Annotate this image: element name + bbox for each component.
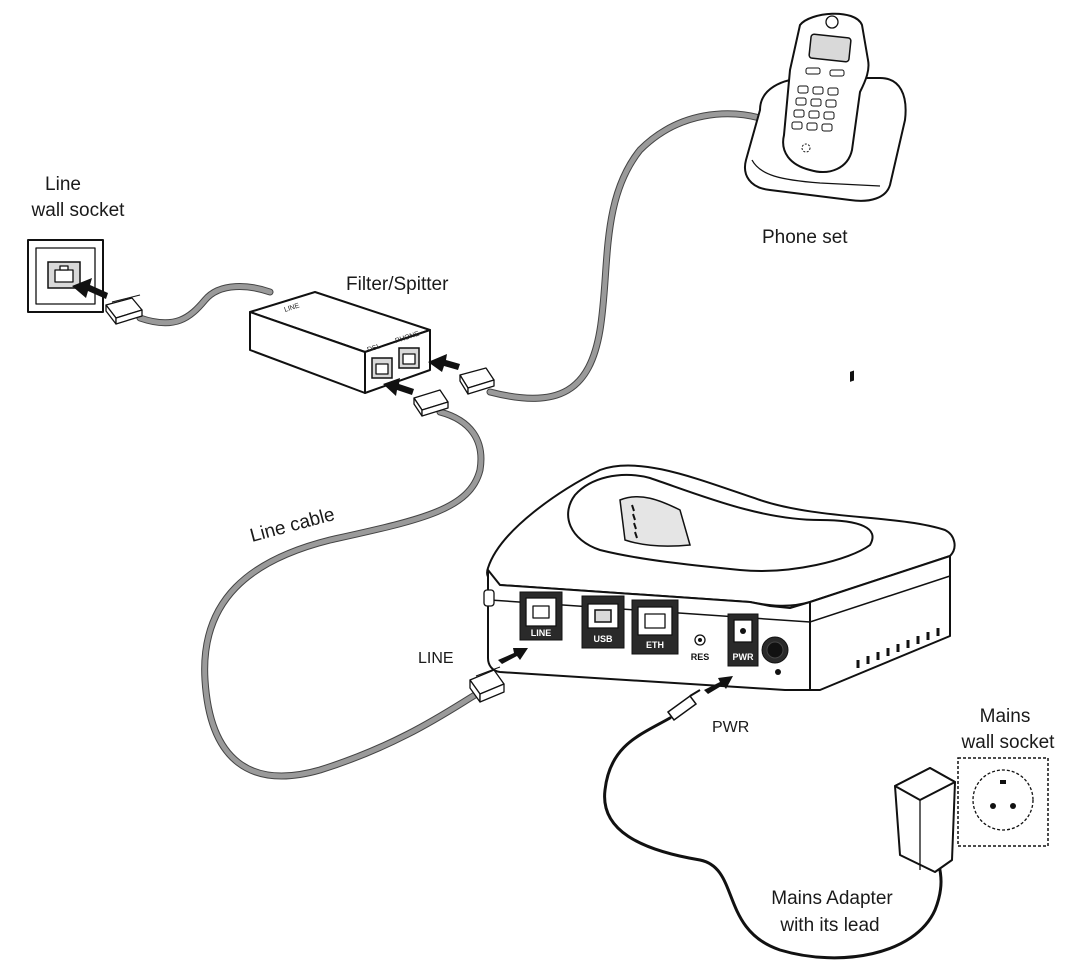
dc-power-plug	[666, 689, 701, 722]
label-pwr: PWR	[712, 719, 749, 736]
cable-power	[603, 716, 943, 960]
rj11-plug-router	[469, 666, 505, 703]
arrow-to-wall-socket	[72, 278, 108, 299]
arrow-to-router-line	[498, 648, 528, 664]
phone-set	[744, 12, 907, 202]
rj11-plug-phone	[459, 367, 495, 395]
cable-wall-to-splitter	[136, 283, 274, 327]
cable-line	[201, 408, 485, 780]
splitter-port-dsl-label: DSL	[366, 343, 381, 354]
cable-phone-to-splitter	[486, 110, 764, 402]
router-port-eth-label: ETH	[646, 640, 664, 650]
line-wall-socket	[27, 239, 104, 313]
label-mains-adapter-1: Mains Adapter	[771, 888, 893, 909]
label-mains-adapter-2: with its lead	[779, 915, 879, 936]
router-port-pwr-label: PWR	[733, 652, 754, 662]
arrow-to-splitter-dsl	[383, 378, 414, 396]
rj11-plug-dsl	[413, 389, 449, 417]
splitter-port-line-label: LINE	[283, 302, 300, 314]
mains-adapter	[894, 767, 956, 873]
arrow-to-router-pwr	[704, 676, 733, 694]
filter-splitter: DSL PHONE LINE	[249, 291, 431, 394]
label-line-wall-socket-1: Line	[45, 174, 81, 195]
label-line-port: LINE	[418, 650, 454, 667]
rj11-plug-wall	[105, 294, 143, 325]
label-filter-splitter: Filter/Spitter	[346, 274, 449, 295]
label-line-wall-socket-2: wall socket	[31, 200, 126, 221]
router-port-line-label: LINE	[531, 628, 552, 638]
label-phone-set: Phone set	[762, 227, 848, 248]
mains-wall-socket	[957, 757, 1049, 847]
router-port-usb-label: USB	[593, 634, 613, 644]
router: LINE USB ETH RES PWR	[483, 370, 956, 691]
arrow-to-splitter-phone	[428, 354, 460, 372]
router-port-reset-label: RES	[691, 652, 710, 662]
label-mains-wall-socket-2: wall socket	[961, 732, 1056, 753]
label-mains-wall-socket-1: Mains	[980, 706, 1031, 727]
